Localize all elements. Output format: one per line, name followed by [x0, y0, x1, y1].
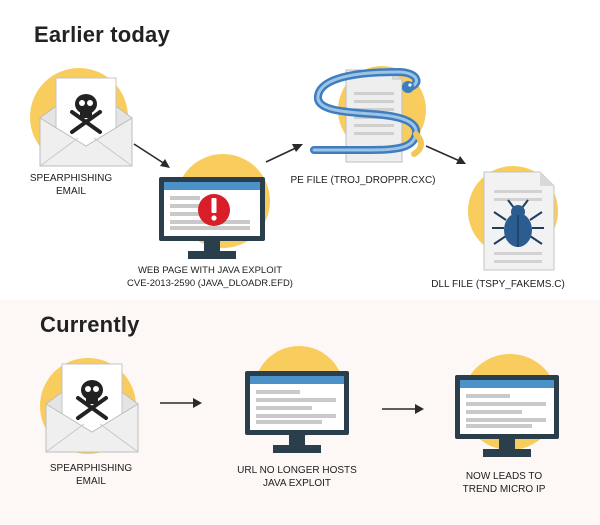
arrow-email-to-web [133, 143, 170, 168]
email-with-skull-icon [39, 77, 133, 167]
current-trend-label: NOW LEADS TO TREND MICRO IP [462, 471, 546, 495]
current-email-caption: SPEARPHISHING EMAIL [46, 462, 136, 488]
bug-icon [492, 199, 544, 245]
earlier-web-caption: WEB PAGE WITH JAVA EXPLOIT CVE-2013-2590… [120, 264, 300, 290]
earlier-dll-label: DLL FILE (TSPY_FAKEMS.C) [431, 279, 565, 290]
current-trend-caption: NOW LEADS TO TREND MICRO IP [444, 470, 564, 496]
arrow-pe-to-dll [425, 145, 466, 164]
earlier-dll-caption: DLL FILE (TSPY_FAKEMS.C) [428, 278, 568, 291]
monitor-url-icon [245, 371, 349, 453]
exclamation-alert-icon [198, 194, 230, 226]
earlier-heading: Earlier today [34, 22, 170, 47]
arrow-email-to-url [160, 398, 202, 408]
earlier-pe-label: PE FILE (TROJ_DROPPR.CXC) [290, 175, 436, 186]
pe-file-with-snake-icon [310, 67, 424, 163]
arrow-url-to-trend [382, 404, 424, 414]
earlier-web-label: WEB PAGE WITH JAVA EXPLOIT CVE-2013-2590… [127, 265, 293, 289]
earlier-pe-caption: PE FILE (TROJ_DROPPR.CXC) [278, 174, 448, 187]
monitor-with-alert-icon [159, 177, 265, 259]
currently-heading: Currently [40, 312, 140, 337]
arrow-web-to-pe [265, 144, 303, 163]
earlier-email-label: SPEARPHISHING EMAIL [29, 173, 113, 197]
current-email-label: SPEARPHISHING EMAIL [49, 463, 133, 487]
current-email-with-skull-icon [45, 363, 139, 453]
snake-icon [310, 67, 424, 157]
current-url-label: URL NO LONGER HOSTS JAVA EXPLOIT [237, 465, 357, 489]
monitor-trend-icon [455, 375, 559, 457]
current-url-caption: URL NO LONGER HOSTS JAVA EXPLOIT [222, 464, 372, 490]
earlier-email-caption: SPEARPHISHING EMAIL [26, 172, 116, 198]
skull-crossbones-icon [70, 94, 102, 134]
skull-crossbones-icon [76, 380, 108, 420]
dll-file-with-bug-icon [483, 171, 555, 271]
